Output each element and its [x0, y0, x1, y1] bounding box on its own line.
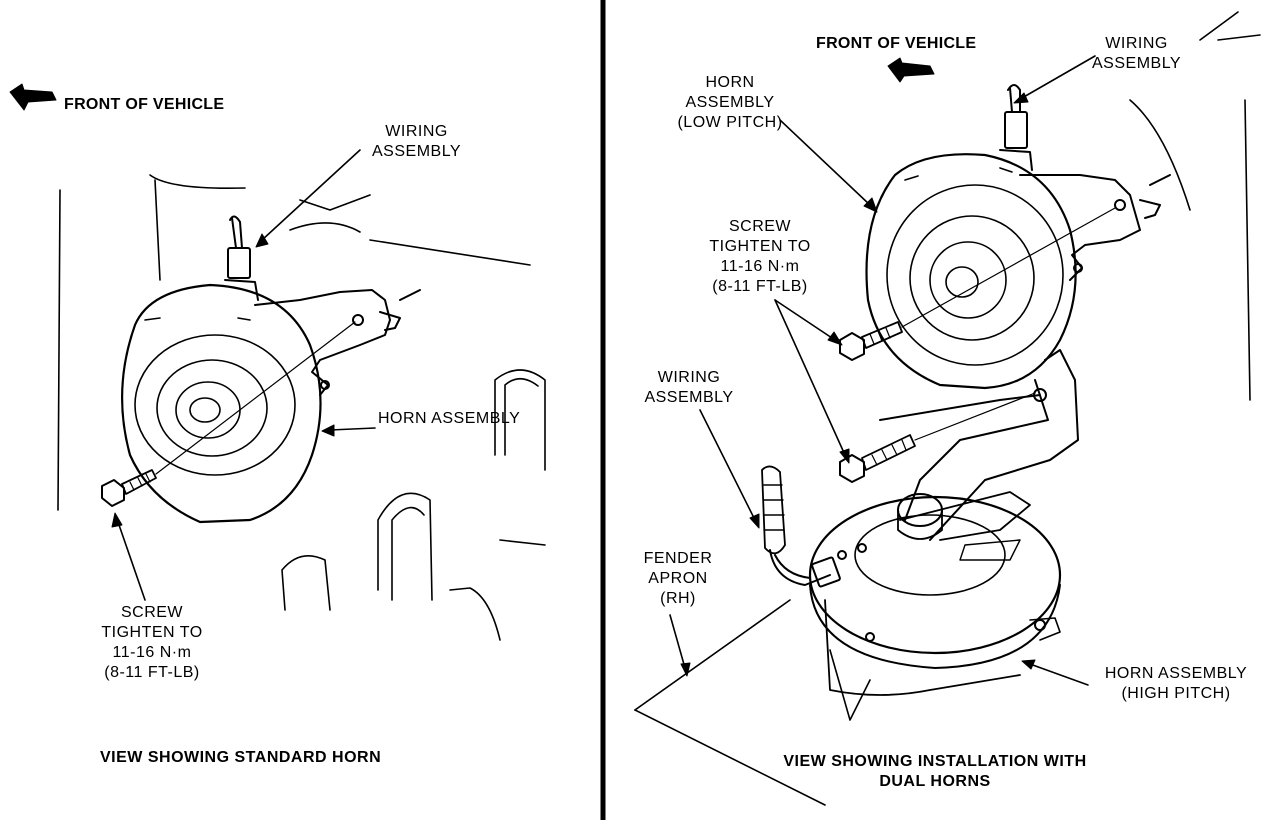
right-front-of-vehicle-label: FRONT OF VEHICLE: [816, 35, 977, 52]
right-fender-line-1: FENDER: [643, 550, 713, 567]
left-horn-leader-arrow: [321, 424, 335, 437]
right-fender-apron-lines: [634, 599, 826, 806]
right-front-arrow-icon: [887, 57, 935, 83]
right-horn-low-pitch-label: HORN ASSEMBLY (LOW PITCH): [670, 73, 790, 133]
right-high-pitch-leader: [1029, 663, 1089, 686]
left-screw-axis: [155, 321, 356, 475]
right-wiring-left-line-1: WIRING: [657, 369, 721, 386]
left-horn-bracket: [254, 289, 421, 396]
right-wiring-top-line-2: ASSEMBLY: [1092, 55, 1182, 72]
right-wiring-top-leader: [1021, 55, 1096, 99]
left-horn-assembly-label: HORN ASSEMBLY: [378, 410, 521, 427]
right-caption-line-1: VIEW SHOWING INSTALLATION WITH: [783, 753, 1087, 770]
left-screw-icon: [101, 469, 157, 507]
right-screw-label: SCREW TIGHTEN TO 11-16 N·m (8-11 FT-LB): [700, 217, 820, 297]
right-screw-line-3: 11-16 N·m: [720, 258, 800, 275]
right-wiring-top-line-1: WIRING: [1105, 35, 1168, 52]
right-wiring-assembly-left-label: WIRING ASSEMBLY: [634, 368, 744, 408]
left-wiring-leader: [261, 149, 361, 241]
left-wiring-assembly-line-2: ASSEMBLY: [372, 143, 462, 160]
right-screw-line-1: SCREW: [728, 218, 792, 235]
right-upper-screw-axis: [901, 207, 1116, 328]
left-screw-label: SCREW TIGHTEN TO 11-16 N·m (8-11 FT-LB): [92, 603, 212, 683]
right-caption: VIEW SHOWING INSTALLATION WITH DUAL HORN…: [755, 752, 1115, 792]
left-wiring-assembly-line-1: WIRING: [385, 123, 448, 140]
right-screw-line-4: (8-11 FT-LB): [712, 278, 808, 295]
right-fender-leader: [669, 614, 686, 669]
left-screw-leader: [117, 521, 146, 601]
right-lower-screw-axis: [914, 392, 1036, 441]
right-high-pitch-leader-arrow: [1021, 659, 1036, 670]
left-horn-body: [121, 283, 322, 524]
right-low-pitch-horn: [865, 153, 1077, 390]
right-screw-leader-b-arrow: [839, 448, 850, 464]
left-bodywork: [57, 174, 546, 641]
left-horn-leader: [329, 427, 376, 431]
right-low-pitch-leader: [779, 119, 871, 206]
left-screw-line-1: SCREW: [120, 604, 184, 621]
left-front-of-vehicle-label: FRONT OF VEHICLE: [64, 96, 225, 113]
right-wiring-left-leader: [699, 409, 756, 521]
left-screw-line-4: (8-11 FT-LB): [104, 664, 200, 681]
right-high-pitch-bracket: [879, 349, 1079, 541]
left-front-arrow-icon: [9, 83, 57, 111]
right-low-pitch-line-2: ASSEMBLY: [685, 94, 775, 111]
right-caption-line-2: DUAL HORNS: [879, 773, 991, 790]
right-wiring-assembly-top-label: WIRING ASSEMBLY: [1092, 34, 1181, 74]
left-wiring-connector: [224, 215, 259, 301]
right-screw-leader-b: [774, 299, 846, 456]
right-low-pitch-bracket: [1019, 174, 1171, 281]
right-lower-screw-icon: [839, 434, 916, 483]
right-low-pitch-connector: [999, 84, 1033, 171]
right-fender-apron-label: FENDER APRON (RH): [630, 549, 726, 609]
left-wiring-leader-arrow: [255, 233, 269, 248]
right-low-pitch-leader-arrow: [863, 197, 878, 213]
right-high-pitch-line-1: HORN ASSEMBLY: [1104, 665, 1248, 682]
right-low-pitch-line-1: HORN: [705, 74, 755, 91]
right-upper-screw-icon: [839, 321, 903, 361]
right-fender-line-2: APRON: [648, 570, 708, 587]
right-corner-marks: [1129, 11, 1261, 401]
right-fender-line-3: (RH): [660, 590, 696, 607]
right-coiled-wiring: [761, 465, 841, 588]
right-horn-high-pitch-label: HORN ASSEMBLY (HIGH PITCH): [1088, 664, 1264, 704]
right-wiring-top-leader-arrow: [1013, 92, 1029, 104]
right-wiring-left-line-2: ASSEMBLY: [644, 389, 734, 406]
right-wiring-left-leader-arrow: [749, 513, 760, 529]
left-screw-leader-arrow: [111, 512, 123, 528]
left-screw-line-2: TIGHTEN TO: [101, 624, 203, 641]
left-caption: VIEW SHOWING STANDARD HORN: [100, 749, 382, 766]
right-screw-leader-a-arrow: [827, 331, 843, 346]
left-screw-line-3: 11-16 N·m: [112, 644, 192, 661]
right-screw-leader-a: [774, 299, 836, 341]
left-wiring-assembly-label: WIRING ASSEMBLY: [372, 122, 461, 162]
right-high-pitch-line-2: (HIGH PITCH): [1121, 685, 1231, 702]
right-low-pitch-line-3: (LOW PITCH): [677, 114, 783, 131]
right-high-pitch-horn: [808, 491, 1062, 721]
right-screw-line-2: TIGHTEN TO: [709, 238, 811, 255]
